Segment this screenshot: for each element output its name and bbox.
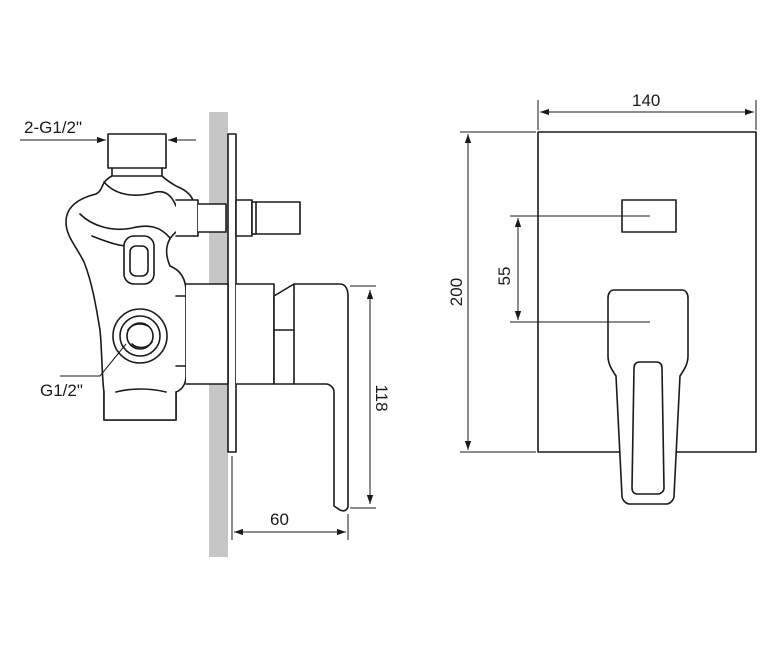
front-view: 140 200 55 <box>447 91 757 505</box>
center-distance-dim: 55 <box>495 215 650 323</box>
plate-width-label: 140 <box>632 91 660 110</box>
side-view: 2-G1/2" G1/2" 118 60 <box>20 112 391 557</box>
center-distance-label: 55 <box>495 267 514 286</box>
diverter-button-side <box>235 199 301 237</box>
inlet-thread-dim: G1/2" <box>40 343 127 400</box>
projection-depth-label: 60 <box>270 510 289 529</box>
outlet-thread-label: 2-G1/2" <box>24 118 82 137</box>
lever-handle-front <box>607 289 689 505</box>
plate-height-label: 200 <box>447 278 466 306</box>
cover-plate-side <box>227 133 237 453</box>
plate-height-dim: 200 <box>447 131 536 453</box>
lever-handle-side <box>235 283 349 512</box>
outlet-thread-dim: 2-G1/2" <box>20 118 196 144</box>
valve-body <box>65 133 227 421</box>
lever-height-dim: 118 <box>350 285 391 509</box>
plate-width-dim: 140 <box>537 91 757 130</box>
projection-depth-dim: 60 <box>231 456 349 540</box>
lever-height-label: 118 <box>372 384 391 411</box>
inlet-thread-label: G1/2" <box>40 381 83 400</box>
